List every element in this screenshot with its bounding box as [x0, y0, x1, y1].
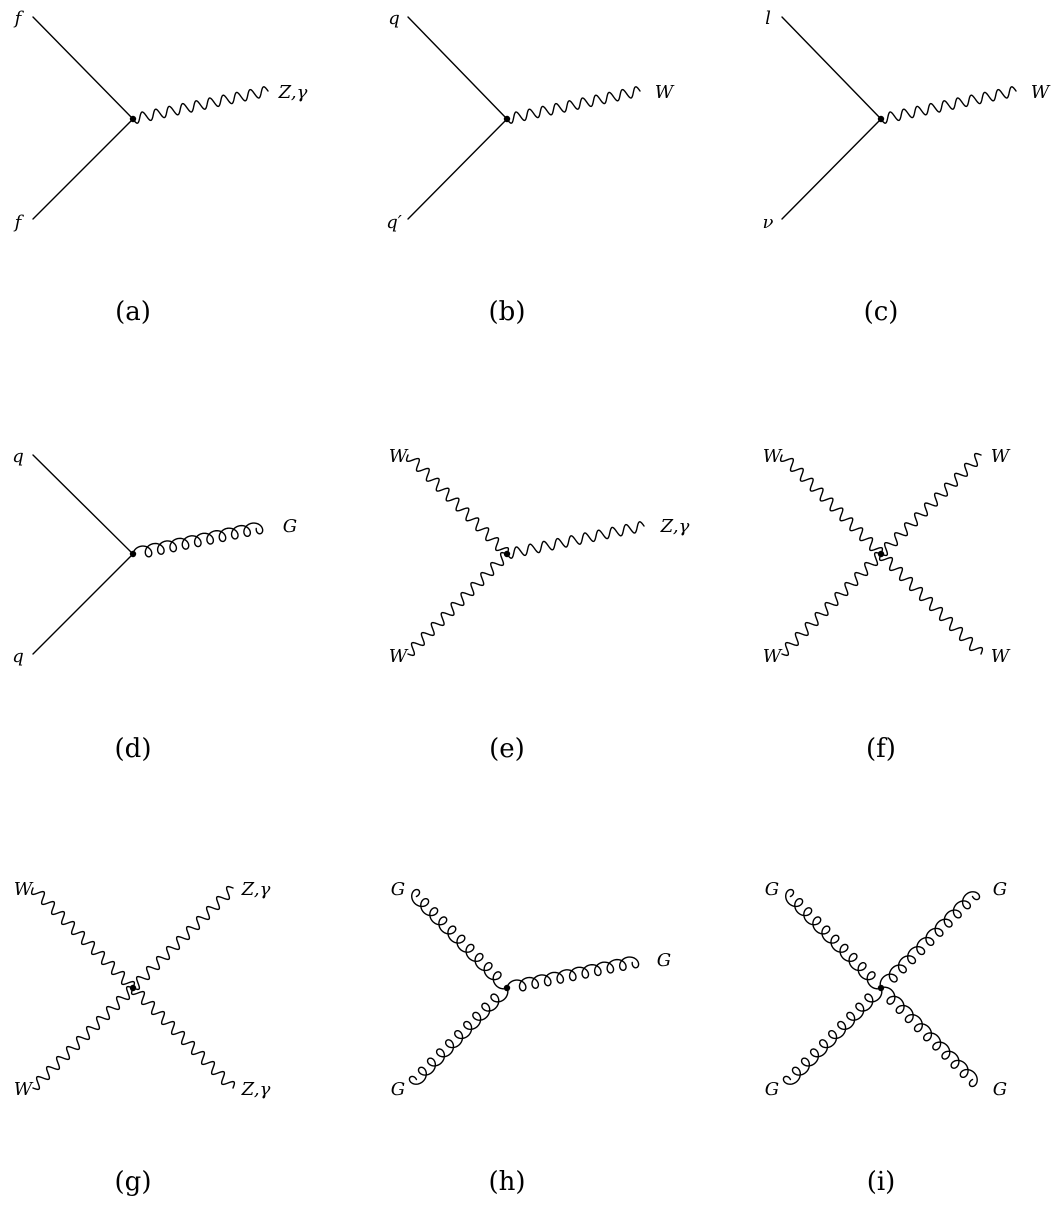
particle-label: W: [14, 879, 34, 900]
particle-label: G: [283, 516, 297, 537]
photon-line: [880, 86, 1017, 124]
gluon-line: [408, 987, 509, 1085]
diagram-caption: (a): [115, 297, 151, 327]
particle-label: l: [765, 8, 771, 29]
particle-label: Z,γ: [660, 516, 690, 537]
particle-label: G: [391, 1079, 405, 1100]
particle-label: Z,γ: [241, 879, 271, 900]
vertex-dot: [877, 550, 885, 558]
particle-label: W: [991, 646, 1011, 667]
particle-label: f: [13, 212, 25, 233]
photon-line: [506, 521, 645, 559]
gluon-line: [785, 888, 882, 990]
diagram-caption: (d): [115, 734, 152, 764]
diagram-caption: (f): [866, 734, 896, 764]
vertex-dot: [129, 550, 137, 558]
vertex-dot: [503, 115, 511, 123]
particle-label: f: [13, 8, 25, 29]
feynman-diagram-5: W W Z,γ (e): [389, 446, 690, 764]
gluon-line: [782, 987, 883, 1085]
diagrams-layer: ffZ,γ(a)qq′W(b)lνW(c)qqG(d)WWZ,γ(e)WWWW(…: [12, 8, 1051, 1197]
diagram-caption: (g): [115, 1167, 152, 1197]
gluon-line: [411, 888, 508, 990]
vertex-dot: [129, 984, 137, 992]
particle-label: G: [657, 950, 671, 971]
diagram-caption: (b): [489, 297, 526, 327]
fermion-line: [407, 16, 508, 120]
particle-label: G: [391, 879, 405, 900]
particle-label: q: [12, 646, 24, 667]
fermion-line: [781, 16, 882, 120]
photon-line: [32, 985, 134, 1091]
particle-label: q: [388, 8, 400, 29]
fermion-line: [32, 118, 134, 220]
fermion-line: [781, 118, 882, 220]
particle-label: W: [763, 446, 783, 467]
particle-label: W: [655, 82, 675, 103]
particle-label: W: [14, 1079, 34, 1100]
fermion-line: [407, 118, 508, 220]
particle-label: G: [993, 879, 1007, 900]
diagram-caption: (e): [489, 734, 525, 764]
gluon-line: [879, 891, 981, 989]
feynman-diagram-8: G G G (h): [391, 879, 671, 1197]
photon-line: [779, 454, 884, 555]
particle-label: G: [765, 879, 779, 900]
photon-line: [30, 887, 136, 989]
gluon-line: [506, 956, 640, 992]
feynman-diagram-7: WWZ,γZ,γ(g): [14, 879, 271, 1197]
photon-line: [880, 452, 982, 557]
feynman-diagram-1: ffZ,γ(a): [13, 8, 308, 327]
feynman-diagram-2: q q′ W (b): [386, 8, 675, 327]
photon-line: [405, 454, 510, 555]
particle-label: W: [389, 446, 409, 467]
fermion-line: [32, 454, 134, 555]
feynman-diagram-6: W W W W (f): [763, 446, 1011, 764]
photon-line: [506, 86, 641, 124]
particle-label: Z,γ: [241, 1079, 271, 1100]
feynman-diagram-9: G G G G (i): [765, 879, 1007, 1197]
photon-line: [878, 553, 984, 655]
diagram-caption: (h): [488, 1167, 525, 1197]
photon-line: [407, 551, 508, 657]
photon-line: [132, 885, 234, 991]
vertex-dot: [503, 984, 511, 992]
vertex-dot: [129, 115, 137, 123]
feynman-diagram-4: qqG(d): [12, 446, 297, 764]
gluon-line: [880, 986, 978, 1088]
particle-label: q′: [386, 212, 402, 233]
diagram-caption: (i): [867, 1167, 896, 1197]
particle-label: W: [1031, 82, 1051, 103]
diagram-caption: (c): [864, 297, 899, 327]
vertex-dot: [877, 115, 885, 123]
particle-label: W: [763, 646, 783, 667]
particle-label: G: [993, 1079, 1007, 1100]
photon-line: [781, 551, 882, 657]
particle-label: W: [389, 646, 409, 667]
fermion-line: [32, 553, 134, 655]
photon-line: [132, 86, 269, 124]
particle-label: Z,γ: [278, 82, 308, 103]
fermion-line: [32, 16, 134, 120]
gluon-line: [132, 522, 264, 558]
feynman-diagram-3: l ν W (c): [763, 8, 1051, 327]
photon-line: [130, 987, 236, 1089]
particle-label: q: [12, 446, 24, 467]
vertex-dot: [877, 984, 885, 992]
particle-label: ν: [763, 212, 774, 233]
vertex-dot: [503, 550, 511, 558]
particle-label: W: [991, 446, 1011, 467]
particle-label: G: [765, 1079, 779, 1100]
